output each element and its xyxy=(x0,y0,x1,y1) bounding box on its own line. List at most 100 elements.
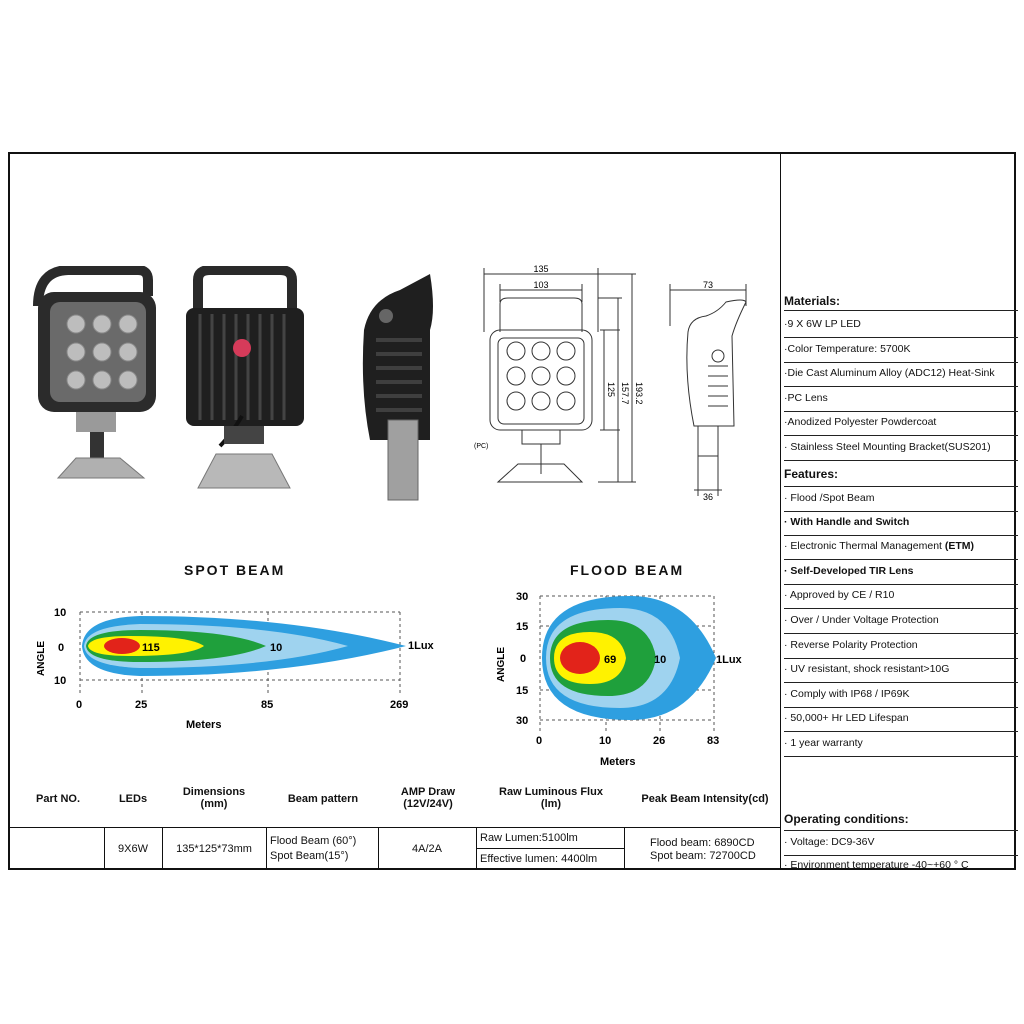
th-peak-intensity: Peak Beam Intensity(cd) xyxy=(641,793,769,805)
product-photo-front xyxy=(33,266,156,479)
th-dimensions: Dimensions (mm) xyxy=(182,786,246,810)
table-flux-split xyxy=(476,848,624,849)
td-beam-spot: Spot Beam(15°) xyxy=(270,850,349,862)
features-item-label: · Over / Under Voltage Protection xyxy=(784,614,939,626)
flood-x-label: Meters xyxy=(600,756,635,768)
features-item: · Approved by CE / R10 xyxy=(784,584,1018,610)
features-item: · Over / Under Voltage Protection xyxy=(784,609,1018,634)
spot-label-115: 115 xyxy=(142,642,160,654)
flood-ytick-30b: 30 xyxy=(516,715,528,727)
spot-ytick-top: 10 xyxy=(54,607,66,619)
th-leds: LEDs xyxy=(118,793,148,805)
flood-label-10: 10 xyxy=(654,654,666,666)
td-amp: 4A/2A xyxy=(412,843,442,855)
materials-item: ·9 X 6W LP LED xyxy=(784,313,1018,338)
right-column-line xyxy=(780,152,781,870)
td-peak-spot: Spot beam: 72700CD xyxy=(650,850,756,862)
materials-item: ·Die Cast Aluminum Alloy (ADC12) Heat-Si… xyxy=(784,362,1018,388)
spot-xtick-25: 25 xyxy=(135,699,147,711)
operating-heading: Operating conditions: xyxy=(784,812,909,826)
flood-label-69: 69 xyxy=(604,654,616,666)
operating-voltage: · Voltage: DC9-36V xyxy=(784,830,1018,856)
flood-xtick-10: 10 xyxy=(599,735,611,747)
features-item-label: · 50,000+ Hr LED Lifespan xyxy=(784,712,909,725)
flood-beam-chart: 69 10 1Lux 30 15 0 15 30 0 10 26 83 Mete… xyxy=(496,591,743,768)
materials-divider xyxy=(784,310,1018,311)
etm-tag: (ETM) xyxy=(944,540,975,553)
flood-beam-title: FLOOD BEAM xyxy=(570,562,685,578)
product-photo-side xyxy=(362,274,433,501)
features-item: · UV resistant, shock resistant>10G xyxy=(784,658,1018,684)
dim-73: 73 xyxy=(703,280,713,290)
spot-beam-chart: 115 10 1Lux 10 0 10 0 25 85 269 Meters A… xyxy=(36,607,435,731)
materials-item: ·PC Lens xyxy=(784,387,1018,412)
features-item-label: · Flood /Spot Beam xyxy=(784,492,875,504)
dim-36: 36 xyxy=(703,492,713,502)
td-beam-flood: Flood Beam (60°) xyxy=(270,835,357,847)
table-col-line xyxy=(104,827,105,870)
features-item-label: · Electronic Thermal Management xyxy=(784,540,945,553)
product-photo-back xyxy=(186,266,304,489)
features-item: · With Handle and Switch xyxy=(784,511,1018,536)
features-item: · Reverse Polarity Protection xyxy=(784,634,1018,659)
spot-xtick-269: 269 xyxy=(390,699,408,711)
side-dimension-drawing: 73 36 xyxy=(669,280,747,502)
spot-label-10: 10 xyxy=(270,642,282,654)
flood-ytick-15b: 15 xyxy=(516,685,528,697)
features-item-label: · Approved by CE / R10 xyxy=(784,589,895,602)
flood-xtick-0: 0 xyxy=(536,735,542,747)
spot-ytick-bot: 10 xyxy=(54,675,66,687)
spot-x-label: Meters xyxy=(186,719,221,731)
flood-ytick-0: 0 xyxy=(520,653,526,665)
spot-xtick-0: 0 xyxy=(76,699,82,711)
front-dimension-drawing: 135 103 125 157.7 193.2 (PC) xyxy=(474,264,644,483)
features-item-label: · Self-Developed TIR Lens xyxy=(784,564,914,577)
features-item-label: · With Handle and Switch xyxy=(784,515,910,528)
dim-193: 193.2 xyxy=(634,382,644,405)
table-col-line xyxy=(162,827,163,870)
flood-angle-label: ANGLE xyxy=(496,647,507,682)
th-raw-flux: Raw Luminous Flux (lm) xyxy=(499,786,603,810)
features-item: · Self-Developed TIR Lens xyxy=(784,560,1018,585)
table-col-line xyxy=(266,827,267,870)
dim-125: 125 xyxy=(606,382,616,397)
features-item-label: · Reverse Polarity Protection xyxy=(784,638,918,651)
flood-ytick-15a: 15 xyxy=(516,621,528,633)
features-item-label: · Comply with IP68 / IP69K xyxy=(784,687,910,700)
th-amp-draw: AMP Draw (12V/24V) xyxy=(400,786,456,810)
features-item: · Electronic Thermal Management (ETM) xyxy=(784,535,1018,561)
td-leds: 9X6W xyxy=(118,843,148,855)
features-heading: Features: xyxy=(784,467,839,481)
dim-103: 103 xyxy=(533,280,548,290)
materials-item: · Stainless Steel Mounting Bracket(SUS20… xyxy=(784,436,1018,461)
spot-xtick-85: 85 xyxy=(261,699,273,711)
flood-xtick-83: 83 xyxy=(707,735,719,747)
flood-xtick-26: 26 xyxy=(653,735,665,747)
td-effective-lumen: Effective lumen: 4400lm xyxy=(480,853,598,865)
th-part-no: Part NO. xyxy=(35,793,80,805)
dim-157: 157.7 xyxy=(620,382,630,405)
flood-ytick-30a: 30 xyxy=(516,591,528,603)
features-item: · 50,000+ Hr LED Lifespan xyxy=(784,707,1018,733)
spot-angle-label: ANGLE xyxy=(36,641,47,676)
features-item-label: · 1 year warranty xyxy=(784,737,863,749)
td-raw-lumen: Raw Lumen:5100lm xyxy=(480,832,578,844)
pc-label: (PC) xyxy=(474,443,488,450)
spot-ytick-mid: 0 xyxy=(58,642,64,654)
materials-heading: Materials: xyxy=(784,294,841,308)
table-col-line xyxy=(378,827,379,870)
table-col-line xyxy=(624,827,625,870)
spot-label-1lux: 1Lux xyxy=(408,640,435,652)
td-peak-flood: Flood beam: 6890CD xyxy=(650,837,755,849)
spot-beam-title: SPOT BEAM xyxy=(184,562,286,578)
materials-item: ·Color Temperature: 5700K xyxy=(784,338,1018,363)
materials-item: ·Anodized Polyester Powdercoat xyxy=(784,411,1018,437)
features-item: · 1 year warranty xyxy=(784,732,1018,757)
features-item: · Flood /Spot Beam xyxy=(784,486,1018,512)
operating-temperature: · Environment temperature -40~+60 ° C xyxy=(784,859,969,871)
th-beam-pattern: Beam pattern xyxy=(287,793,359,805)
table-top-line xyxy=(8,827,780,828)
td-dimensions: 135*125*73mm xyxy=(176,843,252,855)
dim-135: 135 xyxy=(533,264,548,274)
flood-label-1lux: 1Lux xyxy=(716,654,743,666)
